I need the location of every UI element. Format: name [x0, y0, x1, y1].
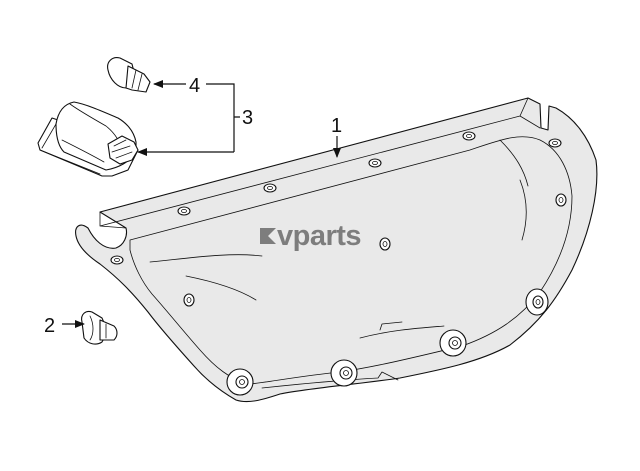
watermark-logo: vparts	[260, 220, 362, 252]
trim-panel-inner-contour	[129, 136, 573, 385]
lamp-socket	[107, 135, 139, 165]
callout-3: 3	[242, 107, 253, 129]
clip-hole	[263, 183, 277, 193]
grommet-pad	[525, 288, 549, 316]
lamp-housing	[37, 101, 139, 177]
clip-hole	[177, 206, 191, 216]
clip-hole	[368, 158, 382, 168]
trim-panel-body	[75, 97, 598, 403]
trunk-lid-trim-panel	[75, 97, 598, 403]
clip-hole	[110, 255, 124, 265]
clip-hole	[379, 237, 391, 251]
callout-4: 4	[189, 75, 200, 97]
trim-panel-fold-line-2	[185, 275, 257, 301]
push-clip-detail	[89, 315, 107, 341]
watermark-text: vparts	[277, 220, 361, 252]
leader-3-bracket	[206, 83, 240, 152]
lamp-socket-ridges	[111, 139, 133, 159]
lamp-housing-lens-line	[61, 139, 105, 163]
callout-1: 1	[331, 115, 342, 137]
grommet-pad	[226, 368, 254, 396]
trim-panel-side-groove	[499, 139, 529, 241]
callout-leaders	[62, 80, 341, 328]
trim-panel-fold-line-1	[149, 254, 263, 263]
trim-panel-top-flange	[99, 97, 541, 229]
grommet-pad	[330, 359, 358, 387]
clip-hole	[555, 193, 567, 207]
push-clip-shank	[99, 319, 118, 341]
trim-panel-fold-line-3	[359, 321, 445, 339]
bulb-base	[125, 65, 151, 93]
push-clip	[81, 310, 118, 345]
grommet-pad	[439, 329, 467, 357]
bulb	[107, 57, 151, 93]
trim-panel-bottom-lip	[261, 371, 399, 389]
clip-hole	[462, 131, 476, 141]
watermark-logo-mark	[260, 228, 276, 244]
clip-hole	[548, 138, 562, 148]
lamp-housing-base-edge	[39, 123, 101, 175]
callout-2: 2	[44, 315, 55, 337]
clip-hole	[183, 293, 195, 307]
bulb-base-ridges	[131, 69, 143, 91]
